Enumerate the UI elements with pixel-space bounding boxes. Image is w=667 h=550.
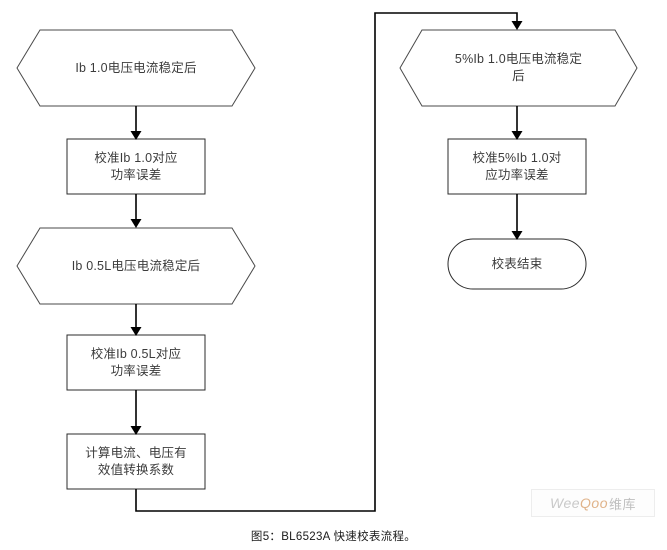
shape-proc-cal-ib-1-0[interactable] — [66, 138, 206, 195]
shape-proc-cal-5pct-ib[interactable] — [447, 138, 587, 195]
figure-caption: 图5：BL6523A 快速校表流程。 — [250, 531, 417, 543]
shape-hex-5pct-ib-1-0[interactable] — [399, 29, 638, 107]
edge-proc1-to-hex2 — [130, 194, 142, 228]
shape-proc-cal-ib-0-5l[interactable] — [66, 334, 206, 391]
edge-proc3-to-hex3 — [135, 12, 523, 512]
shape-proc-calc-rms[interactable] — [66, 433, 206, 490]
edge-hex1-to-proc1 — [130, 106, 142, 140]
edge-hex3-to-proc4 — [511, 106, 523, 140]
edge-proc4-to-term — [511, 194, 523, 240]
shape-hex-ib-1-0[interactable] — [16, 29, 256, 107]
edge-hex2-to-proc2 — [130, 304, 142, 336]
watermark-text-accent: Qoo — [580, 495, 608, 511]
edge-proc2-to-proc3 — [130, 390, 142, 435]
shape-term-end[interactable] — [447, 238, 587, 290]
watermark-text-cn: 维库 — [609, 496, 637, 512]
shape-hex-ib-0-5l[interactable] — [16, 227, 256, 305]
watermark-text-part1: Wee — [549, 495, 581, 511]
